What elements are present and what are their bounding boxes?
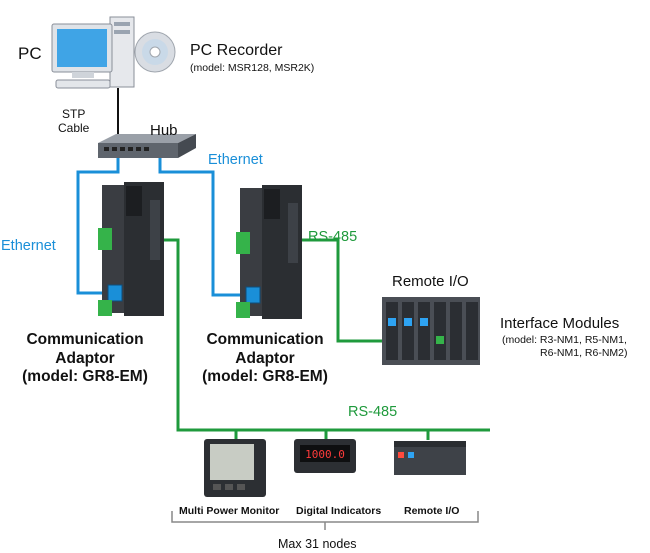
adaptor-left-line1: Communication — [26, 331, 144, 348]
hub-icon — [98, 134, 196, 158]
adaptor-right-line3: (model: GR8-EM) — [202, 368, 328, 386]
cd-disc-icon — [134, 31, 176, 73]
rs485-label-top: RS-485 — [308, 229, 358, 245]
pc-recorder-model: (model: MSR128, MSR2K) — [190, 62, 315, 74]
adaptor-right-line1: Communication — [206, 331, 324, 348]
interface-modules-model: (model: R3-NM1, R5-NM1, R6-NM1, R6-NM2) — [502, 334, 628, 360]
interface-modules-model-line2: R6-NM1, R6-NM2) — [540, 347, 628, 360]
stp-cable-line2: Cable — [58, 120, 90, 135]
multi-power-monitor-label: Multi Power Monitor — [179, 505, 280, 517]
multi-power-monitor-device — [204, 439, 266, 497]
communication-adaptor-left-device — [98, 182, 164, 316]
stp-cable-line1: STP — [62, 107, 86, 121]
adaptor-left-line2: Adaptor — [55, 349, 115, 367]
remote-io-small-device — [394, 441, 466, 475]
remote-io-device-label: Remote I/O — [404, 505, 460, 517]
remote-io-title: Remote I/O — [392, 273, 469, 290]
pc-icon — [51, 16, 135, 89]
communication-adaptor-left-label: Communication Adaptor (model: GR8-EM) — [10, 331, 160, 387]
interface-modules-title: Interface Modules — [500, 315, 620, 332]
ethernet-label-top: Ethernet — [208, 152, 263, 168]
digital-indicator-device: 1000.0 — [294, 439, 356, 473]
interface-modules-model-line1: (model: R3-NM1, R5-NM1, — [502, 334, 627, 346]
max-nodes-label: Max 31 nodes — [278, 537, 357, 551]
adaptor-left-line3: (model: GR8-EM) — [22, 368, 148, 386]
pc-recorder-title: PC Recorder — [190, 42, 283, 59]
rs485-label-bottom: RS-485 — [348, 404, 398, 420]
communication-adaptor-right-label: Communication Adaptor (model: GR8-EM) — [190, 331, 340, 387]
communication-adaptor-right-device — [236, 185, 302, 319]
hub-label: Hub — [150, 122, 178, 139]
digital-indicators-label: Digital Indicators — [296, 505, 382, 517]
pc-label: PC — [18, 44, 42, 63]
ethernet-label-left: Ethernet — [1, 238, 56, 254]
stp-cable-label: STP Cable — [58, 107, 90, 136]
indicator-readout: 1000.0 — [305, 448, 345, 461]
adaptor-right-line2: Adaptor — [235, 349, 295, 367]
remote-io-rack-device — [382, 297, 480, 365]
ethernet-lines — [76, 158, 248, 297]
